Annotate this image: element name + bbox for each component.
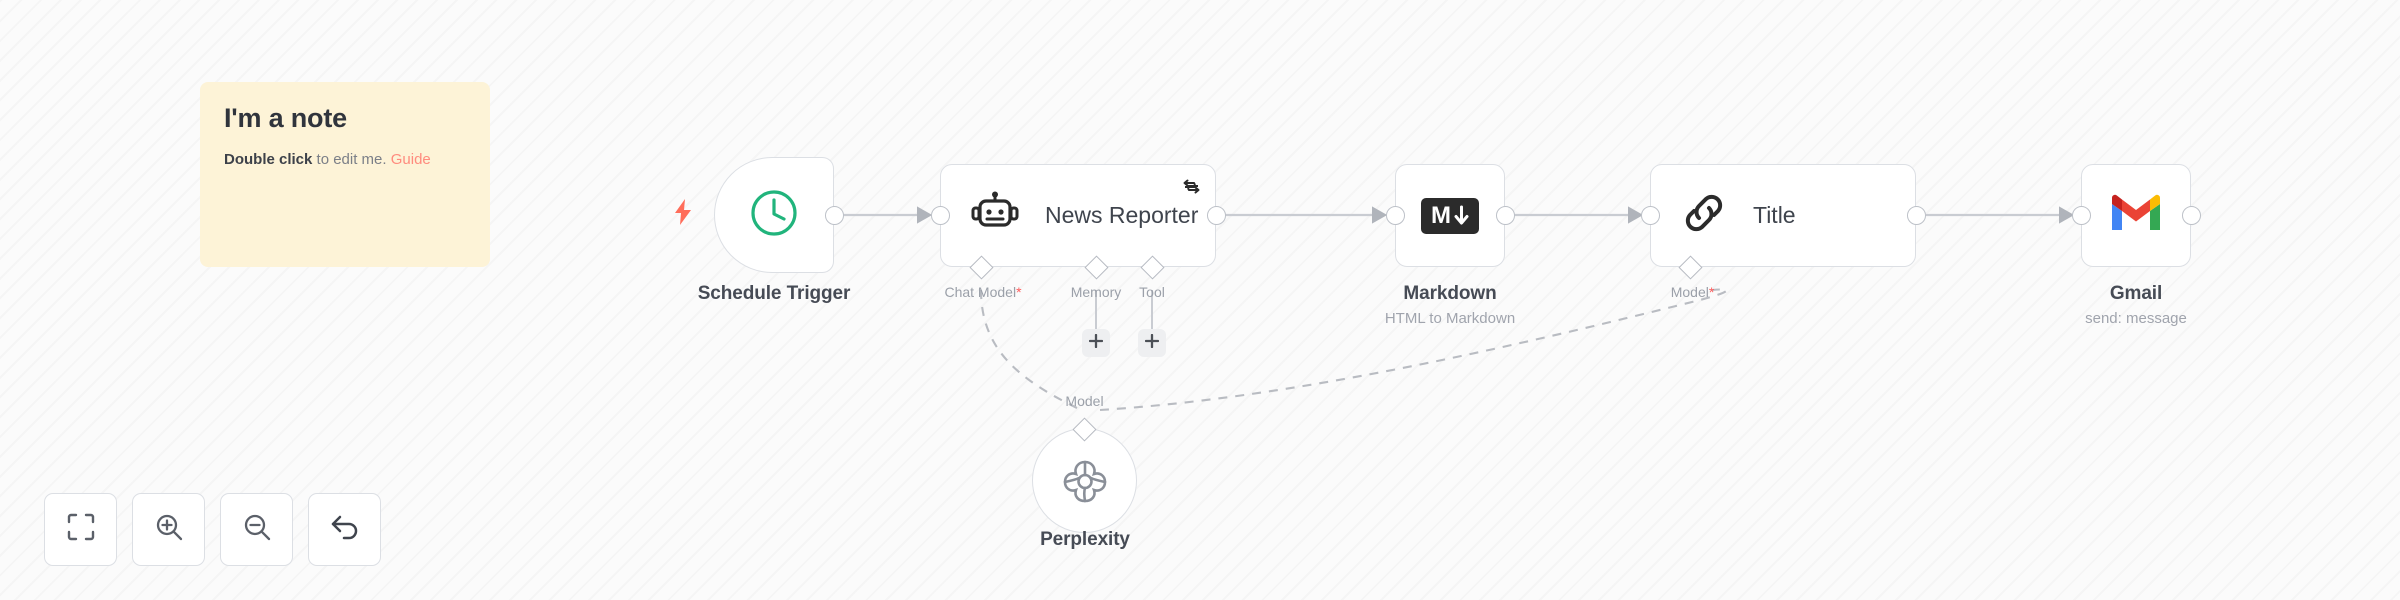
note-body-text: to edit me. xyxy=(312,150,391,168)
markdown-icon: M xyxy=(1421,197,1479,234)
plus-icon xyxy=(1144,333,1160,353)
label-tool: Tool xyxy=(1139,284,1165,300)
zoom-in-icon xyxy=(155,513,183,546)
perplexity-icon xyxy=(1060,453,1110,508)
required-asterisk-chat-model: * xyxy=(1016,284,1022,300)
node-gmail[interactable] xyxy=(2081,164,2191,267)
lightning-bolt-icon xyxy=(672,199,694,230)
label-markdown: Markdown xyxy=(1403,283,1497,304)
endpoint-title-out[interactable] xyxy=(1907,206,1926,225)
endpoint-news-in[interactable] xyxy=(931,206,950,225)
note-body-strong: Double click xyxy=(224,150,313,168)
node-news-reporter[interactable]: News Reporter xyxy=(940,164,1216,267)
label-title: Title xyxy=(1753,202,1796,228)
label-chat-model: Chat Model* xyxy=(944,284,1022,300)
node-title[interactable]: Title xyxy=(1650,164,1916,267)
endpoint-gmail-out[interactable] xyxy=(2182,206,2201,225)
undo-arrow-icon xyxy=(330,513,360,546)
note-body: Double click to edit me. Guide xyxy=(224,150,466,170)
zoom-in-button[interactable] xyxy=(132,493,205,566)
endpoint-news-out[interactable] xyxy=(1207,206,1226,225)
edge-chatmodel-to-perplexity[interactable] xyxy=(979,289,1078,409)
add-tool-button[interactable] xyxy=(1138,329,1166,357)
sublabel-markdown: HTML to Markdown xyxy=(1384,310,1516,327)
label-perplexity: Perplexity xyxy=(1040,529,1130,550)
retry-icon xyxy=(1182,177,1201,201)
endpoint-gmail-in[interactable] xyxy=(2072,206,2091,225)
endpoint-markdown-out[interactable] xyxy=(1496,206,1515,225)
canvas-toolbar[interactable] xyxy=(44,493,381,566)
robot-icon xyxy=(971,191,1019,240)
label-memory: Memory xyxy=(1070,284,1122,300)
add-memory-button[interactable] xyxy=(1082,329,1110,357)
endpoint-schedule-out[interactable] xyxy=(825,206,844,225)
node-perplexity[interactable] xyxy=(1032,428,1137,533)
reset-zoom-button[interactable] xyxy=(308,493,381,566)
endpoint-markdown-in[interactable] xyxy=(1386,206,1405,225)
label-schedule-trigger: Schedule Trigger xyxy=(697,283,851,304)
fit-to-view-icon xyxy=(67,513,95,546)
link-chain-icon xyxy=(1681,191,1727,240)
clock-icon xyxy=(747,186,801,245)
endpoint-title-in[interactable] xyxy=(1641,206,1660,225)
sticky-note[interactable]: I'm a note Double click to edit me. Guid… xyxy=(200,82,490,267)
zoom-out-icon xyxy=(243,513,271,546)
edge-title-model-to-perplexity[interactable] xyxy=(1099,288,1728,412)
label-perplexity-model: Model xyxy=(1065,393,1104,409)
plus-icon xyxy=(1088,333,1104,353)
required-asterisk-title-model: * xyxy=(1708,284,1715,300)
note-guide-link[interactable]: Guide xyxy=(390,150,431,168)
label-gmail: Gmail xyxy=(2109,283,2163,304)
sublabel-gmail: send: message xyxy=(2085,310,2187,327)
note-title: I'm a note xyxy=(224,103,347,133)
gmail-icon xyxy=(2108,192,2164,239)
node-schedule-trigger[interactable] xyxy=(714,157,834,273)
zoom-out-button[interactable] xyxy=(220,493,293,566)
fit-view-button[interactable] xyxy=(44,493,117,566)
node-markdown[interactable]: M xyxy=(1395,164,1505,267)
label-title-model: Model* xyxy=(1670,284,1715,300)
label-news-reporter: News Reporter xyxy=(1045,202,1199,228)
